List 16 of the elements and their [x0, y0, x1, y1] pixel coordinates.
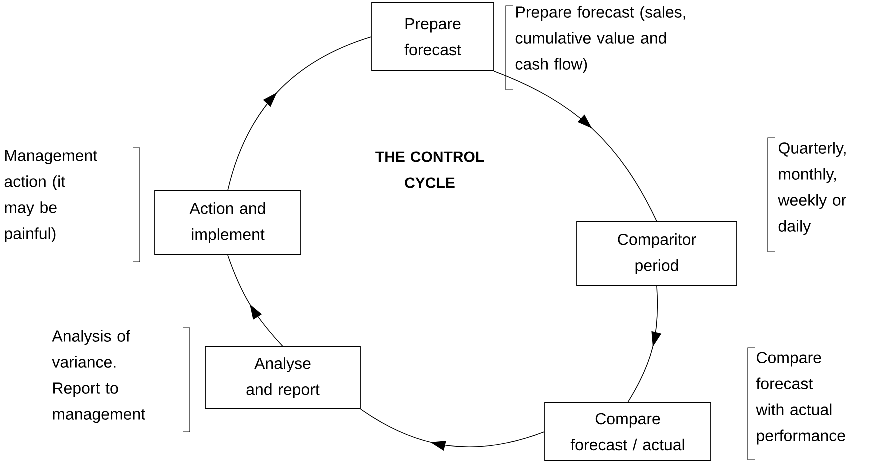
- arrow: [628, 286, 662, 403]
- arrow: [228, 36, 372, 191]
- process-box: Action and implement: [154, 190, 302, 256]
- arrow: [228, 255, 284, 347]
- process-box: Compare forecast / actual: [544, 402, 712, 462]
- process-box: Prepare forecast: [372, 2, 494, 72]
- note-text: Compare forecast with actual performance: [756, 352, 846, 445]
- arrow: [494, 71, 658, 222]
- process-box: Comparitor period: [576, 222, 738, 286]
- note-text: Quarterly, monthly, weekly or daily: [778, 142, 846, 236]
- arrow: [360, 409, 545, 451]
- note-text: Analysis of variance. Report to management: [52, 330, 146, 424]
- note-text: Management action (it may be painful): [4, 150, 98, 243]
- center-title: THE CONTROL CYCLE: [376, 152, 484, 188]
- note-text: Prepare forecast (sales, cumulative value and cash flow): [516, 6, 686, 74]
- process-box: Analyse and report: [205, 346, 361, 410]
